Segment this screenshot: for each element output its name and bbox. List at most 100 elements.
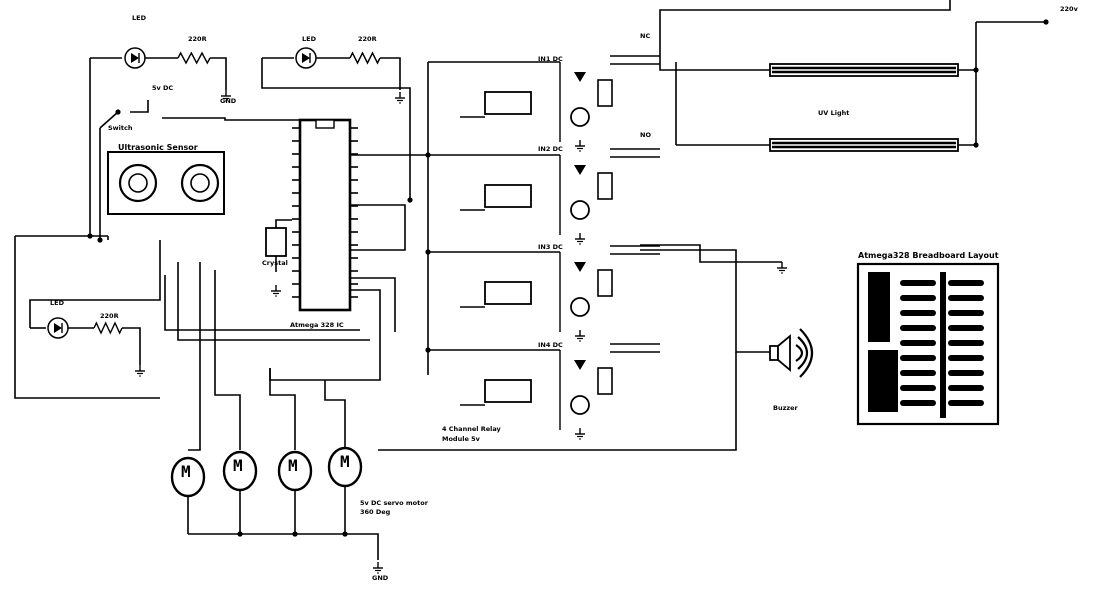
ultrasonic-sensor-label: Ultrasonic Sensor [118, 143, 198, 152]
transistor [570, 200, 590, 220]
wire-motor1-sig [188, 262, 201, 451]
wire-ic-right-low [345, 277, 396, 332]
optocoupler [484, 91, 532, 115]
wire-switch-blade [99, 111, 119, 129]
wire-ic-relay2 [300, 204, 406, 251]
gnd-label-2: GND [372, 574, 389, 582]
wire [269, 289, 381, 381]
transistor [570, 297, 590, 317]
relay-module-label-line1: 4 Channel Relay [442, 425, 502, 433]
motor-1-icon [170, 456, 206, 498]
transistor [570, 395, 590, 415]
wire-led3-out [122, 327, 141, 365]
relay-coil [597, 367, 613, 395]
transistor [570, 107, 590, 127]
ground-led3 [135, 365, 145, 377]
wire-led1-out [210, 57, 227, 90]
wire-left-long [14, 236, 160, 399]
wire-ac-top [659, 0, 951, 62]
wire [29, 240, 161, 328]
wire-relay3-buzzer [640, 249, 770, 353]
switch-label: Switch [108, 124, 133, 132]
pcb-trace [900, 280, 936, 286]
relay-channel-3 [460, 245, 660, 332]
crystal-body [265, 227, 287, 257]
wire-switch-right [130, 100, 149, 113]
pcb-trace [948, 385, 984, 391]
junction-dot [973, 142, 979, 148]
resistor-top-left-label: 220R [188, 35, 207, 43]
resistor-top-left-symbol [177, 51, 211, 65]
pcb-trace [948, 295, 984, 301]
ground-relay [575, 140, 585, 152]
relay-module-label-line2: Module 5v [442, 435, 481, 443]
gnd-label-1: GND [220, 97, 237, 105]
flyback-diode [574, 72, 586, 82]
switch-supply-label: 5v DC [152, 84, 173, 92]
ic-body [298, 118, 352, 312]
relay-coil [597, 172, 613, 200]
ground-relay [575, 330, 585, 342]
motor-4-icon [327, 446, 363, 488]
relay-coil [597, 269, 613, 297]
junction-dot [973, 67, 979, 73]
resistor-top-mid-label: 220R [358, 35, 377, 43]
pcb-trace [948, 355, 984, 361]
pcb-copper-pour [868, 350, 898, 412]
ground-relay [575, 233, 585, 245]
motor-3-icon [277, 450, 313, 492]
relay-channel-3-label: IN3 DC [538, 243, 563, 251]
ac-supply-label: 220v [1060, 5, 1079, 13]
flyback-diode [574, 165, 586, 175]
led-diode [54, 323, 62, 333]
pcb-bus-trace [940, 272, 946, 418]
buzzer-body [769, 345, 779, 361]
wire-buzzer-return [378, 352, 737, 451]
wire-ic-motor-b [177, 262, 370, 341]
wires [14, 0, 1049, 560]
relay-coil [597, 79, 613, 107]
pcb-trace [948, 310, 984, 316]
led-top-mid-label: LED [302, 35, 317, 43]
ic-label: Atmega 328 IC [290, 321, 344, 329]
pcb-title: Atmega328 Breadboard Layout [858, 251, 999, 260]
pcb-trace [948, 340, 984, 346]
wire-top-to-ic [162, 117, 300, 121]
ground-crystal [271, 285, 281, 297]
optocoupler [484, 379, 532, 403]
junction-dot [407, 197, 413, 203]
resistor-left-symbol [93, 321, 123, 335]
ic-notch [315, 119, 335, 129]
no-label-1: NO [640, 131, 651, 139]
wire-relay3-out [640, 244, 782, 263]
pcb-trace [900, 370, 936, 376]
ground-motors [373, 562, 383, 574]
motor-2-icon [222, 450, 258, 492]
junction-dot [342, 531, 348, 537]
wire-motor4-sig [324, 380, 346, 448]
pcb-trace [948, 325, 984, 331]
resistor-left-label: 220R [100, 312, 119, 320]
led-top-left-icon [124, 47, 146, 69]
led-diode [131, 53, 139, 63]
ground-relay [575, 428, 585, 440]
junction-dot [1043, 19, 1049, 25]
pcb-trace [900, 295, 936, 301]
pcb-trace [948, 370, 984, 376]
buzzer-sound-wave [795, 344, 804, 362]
relay-channel-2-label: IN2 DC [538, 145, 563, 153]
crystal-label: Crystal [262, 259, 288, 267]
led-left-label: LED [50, 299, 65, 307]
ground-led1 [221, 90, 231, 102]
relay-channel-2 [460, 148, 660, 235]
pcb-trace [900, 340, 936, 346]
ground-led2 [395, 92, 405, 104]
junction-dot [115, 109, 121, 115]
uv-tube-1 [769, 63, 959, 77]
wire-uv-right [958, 69, 977, 146]
components [47, 47, 1000, 574]
relay-channel-1-label: IN1 DC [538, 55, 563, 63]
led-diode [302, 53, 310, 63]
buzzer-cone [777, 334, 791, 372]
